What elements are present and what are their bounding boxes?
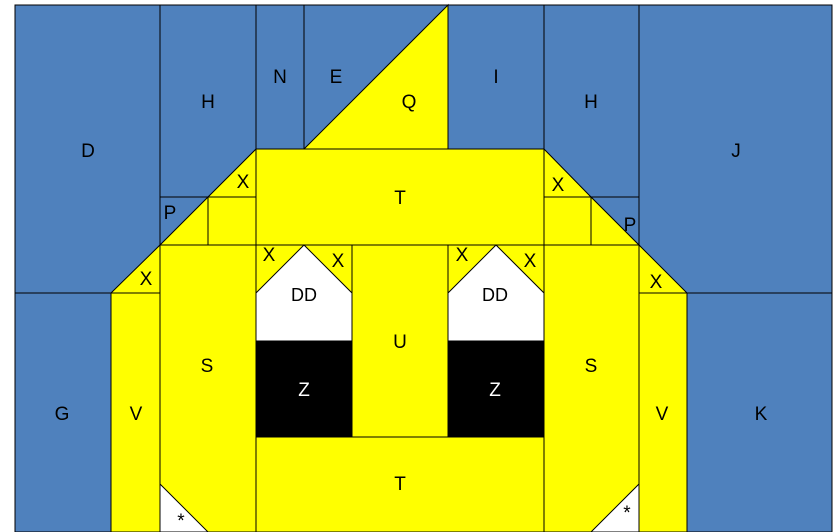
- label-K: K: [755, 404, 768, 425]
- label-H-right: H: [584, 92, 598, 113]
- label-G: G: [55, 404, 70, 425]
- label-J: J: [731, 141, 741, 162]
- block-S-left-upper: [208, 197, 256, 245]
- label-Z-left: Z: [298, 380, 310, 401]
- block-S-right-upper: [544, 197, 591, 245]
- label-N: N: [273, 67, 287, 88]
- label-D: D: [81, 141, 95, 162]
- block-S-left: [160, 245, 256, 532]
- label-T-top: T: [394, 188, 406, 209]
- label-X-top-right: X: [552, 175, 565, 196]
- label-X-eye-right-2: X: [524, 251, 537, 272]
- label-E: E: [330, 67, 343, 88]
- label-V-left: V: [130, 404, 143, 425]
- label-P-right: P: [624, 215, 637, 236]
- label-X-eye-right-1: X: [456, 245, 469, 266]
- label-Q: Q: [402, 92, 417, 113]
- label-X-eye-left-1: X: [263, 245, 276, 266]
- label-Z-right: Z: [489, 380, 501, 401]
- label-X-mid-left: X: [140, 269, 153, 290]
- label-S-right: S: [585, 356, 598, 377]
- label-star-left: *: [177, 511, 185, 532]
- label-DD-left: DD: [291, 285, 317, 305]
- label-I: I: [493, 67, 498, 88]
- label-S-left: S: [201, 356, 214, 377]
- block-S-right: [544, 245, 639, 532]
- label-DD-right: DD: [482, 285, 508, 305]
- label-V-right: V: [656, 404, 669, 425]
- label-U: U: [393, 332, 407, 353]
- label-X-top-left: X: [237, 172, 250, 193]
- label-star-right: *: [623, 503, 631, 524]
- label-T-bottom: T: [394, 474, 406, 495]
- label-X-mid-right: X: [650, 272, 663, 293]
- label-P-left: P: [164, 203, 177, 224]
- label-H-left: H: [201, 92, 215, 113]
- label-X-eye-left-2: X: [332, 251, 345, 272]
